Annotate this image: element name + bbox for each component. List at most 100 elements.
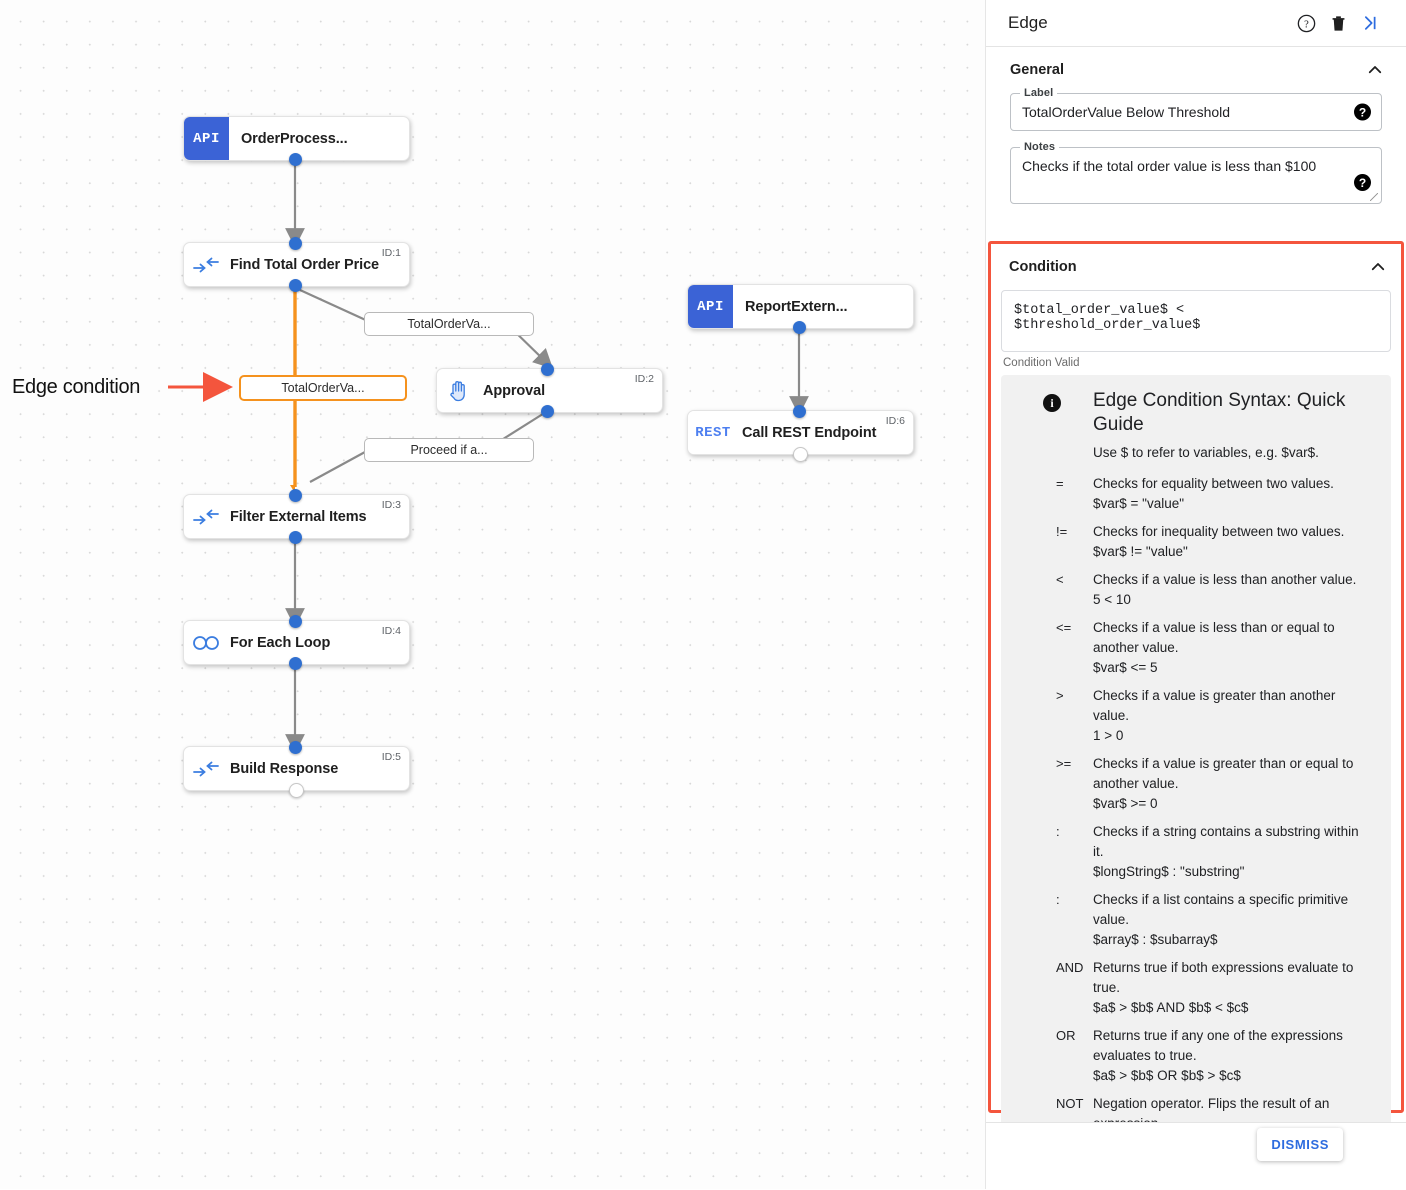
condition-section: Condition $total_order_value$ < $thresho… xyxy=(988,241,1404,1180)
node-label: Filter External Items xyxy=(230,508,367,525)
chevron-up-icon[interactable] xyxy=(1369,258,1387,276)
operator-row: < Checks if a value is less than another … xyxy=(1015,570,1377,610)
notes-help-icon[interactable]: ? xyxy=(1354,174,1371,191)
guide-title: Edge Condition Syntax: Quick Guide xyxy=(1093,390,1346,435)
port-input[interactable] xyxy=(793,405,806,418)
guide-subtitle: Use $ to refer to variables, e.g. $var$. xyxy=(1093,445,1319,460)
port-output[interactable] xyxy=(289,531,302,544)
operator-example: $a$ > $b$ AND $b$ < $c$ xyxy=(1093,1000,1249,1015)
operator-description: Returns true if any one of the expressio… xyxy=(1093,1028,1343,1063)
condition-expression-input[interactable]: $total_order_value$ < $threshold_order_v… xyxy=(1001,290,1391,352)
node-id-label: ID:6 xyxy=(885,415,905,427)
edge-label-selected-total-order-value[interactable]: TotalOrderVa... xyxy=(239,375,407,401)
node-label: For Each Loop xyxy=(230,634,331,651)
operator-symbol: = xyxy=(1056,476,1064,491)
port-output[interactable] xyxy=(541,405,554,418)
condition-section-header[interactable]: Condition xyxy=(991,244,1401,290)
operator-example: $array$ : $subarray$ xyxy=(1093,932,1218,947)
panel-header: Edge ? xyxy=(986,0,1406,47)
port-output[interactable] xyxy=(289,657,302,670)
notes-field-value[interactable]: Checks if the total order value is less … xyxy=(1022,158,1317,174)
port-output[interactable] xyxy=(793,447,808,462)
node-label: Call REST Endpoint xyxy=(742,424,877,441)
operator-row: > Checks if a value is greater than anoth… xyxy=(1015,686,1377,746)
port-input[interactable] xyxy=(289,741,302,754)
workflow-canvas[interactable]: Edge condition API OrderProcess... Find … xyxy=(0,0,985,1189)
operator-example: $var$ <= 5 xyxy=(1093,660,1158,675)
label-field-value[interactable]: TotalOrderValue Below Threshold xyxy=(1022,104,1231,120)
operator-example: $var$ >= 0 xyxy=(1093,796,1158,811)
port-input[interactable] xyxy=(289,615,302,628)
operator-symbol: <= xyxy=(1056,620,1072,635)
operator-description: Checks for inequality between two values… xyxy=(1093,524,1345,539)
delete-icon[interactable] xyxy=(1322,7,1354,39)
operator-example: $var$ = "value" xyxy=(1093,496,1185,511)
infinity-loop-icon xyxy=(184,635,228,651)
operator-list: = Checks for equality between two values.… xyxy=(1015,474,1377,1154)
general-section-header[interactable]: General xyxy=(1000,47,1392,93)
dismiss-button[interactable]: DISMISS xyxy=(1257,1128,1343,1161)
label-help-icon[interactable]: ? xyxy=(1354,103,1371,121)
operator-example: 1 > 0 xyxy=(1093,728,1124,743)
port-output[interactable] xyxy=(289,153,302,166)
operator-description: Checks if a value is greater than anothe… xyxy=(1093,688,1336,723)
operator-symbol: > xyxy=(1056,688,1064,703)
operator-symbol: : xyxy=(1056,824,1060,839)
operator-description: Checks if a value is less than another v… xyxy=(1093,572,1357,587)
operator-description: Returns true if both expressions evaluat… xyxy=(1093,960,1354,995)
node-id-label: ID:5 xyxy=(381,751,401,763)
operator-row: : Checks if a list contains a specific pr… xyxy=(1015,890,1377,950)
edge-connectors xyxy=(168,161,809,754)
operator-symbol: NOT xyxy=(1056,1096,1084,1111)
hand-icon xyxy=(437,380,481,402)
operator-row: <= Checks if a value is less than or equa… xyxy=(1015,618,1377,678)
merge-arrows-icon xyxy=(184,257,228,273)
general-heading: General xyxy=(1010,62,1064,78)
condition-syntax-guide: i Edge Condition Syntax: Quick Guide Use… xyxy=(1001,375,1391,1180)
operator-symbol: < xyxy=(1056,572,1064,587)
operator-description: Checks if a list contains a specific pri… xyxy=(1093,892,1349,927)
operator-description: Checks if a value is less than or equal … xyxy=(1093,620,1335,655)
port-output[interactable] xyxy=(289,279,302,292)
port-input[interactable] xyxy=(289,237,302,250)
general-section: General Label TotalOrderValue Below Thre… xyxy=(986,47,1406,204)
node-label: ReportExtern... xyxy=(745,298,848,315)
notes-field[interactable]: Notes Checks if the total order value is… xyxy=(1010,141,1382,204)
operator-description: Checks for equality between two values. xyxy=(1093,476,1334,491)
node-id-label: ID:4 xyxy=(381,625,401,637)
help-icon[interactable]: ? xyxy=(1290,7,1322,39)
panel-divider xyxy=(985,0,986,1189)
operator-symbol: : xyxy=(1056,892,1060,907)
operator-symbol: OR xyxy=(1056,1028,1076,1043)
api-badge-icon: API xyxy=(688,285,733,328)
guide-header: i Edge Condition Syntax: Quick Guide xyxy=(1015,389,1377,437)
operator-example: $longString$ : "substring" xyxy=(1093,864,1245,879)
notes-resize-handle[interactable] xyxy=(1370,193,1378,201)
api-badge-icon: API xyxy=(184,117,229,160)
condition-status-text: Condition Valid xyxy=(1003,357,1080,369)
node-id-label: ID:1 xyxy=(381,247,401,259)
port-output[interactable] xyxy=(289,783,304,798)
port-input[interactable] xyxy=(541,363,554,376)
operator-row: OR Returns true if any one of the express… xyxy=(1015,1026,1377,1086)
svg-text:?: ? xyxy=(1304,19,1309,30)
collapse-panel-icon[interactable] xyxy=(1354,7,1386,39)
operator-example: $a$ > $b$ OR $b$ > $c$ xyxy=(1093,1068,1241,1083)
operator-example: 5 < 10 xyxy=(1093,592,1131,607)
operator-symbol: AND xyxy=(1056,960,1084,975)
operator-description: Checks if a value is greater than or equ… xyxy=(1093,756,1354,791)
edge-label-proceed-if-approved[interactable]: Proceed if a... xyxy=(364,438,534,462)
node-label: Approval xyxy=(483,382,546,399)
condition-heading: Condition xyxy=(1009,259,1077,275)
merge-arrows-icon xyxy=(184,761,228,777)
operator-row: >=Checks if a value is greater than or e… xyxy=(1015,754,1377,814)
port-input[interactable] xyxy=(289,489,302,502)
port-output[interactable] xyxy=(793,321,806,334)
operator-row: = Checks for equality between two values.… xyxy=(1015,474,1377,514)
label-field[interactable]: Label TotalOrderValue Below Threshold ? xyxy=(1010,87,1382,131)
node-order-process[interactable]: API OrderProcess... xyxy=(183,116,410,161)
chevron-up-icon[interactable] xyxy=(1366,61,1384,79)
operator-description: Checks if a string contains a substring … xyxy=(1093,824,1359,859)
node-label: OrderProcess... xyxy=(241,130,348,147)
edge-label-total-order-value[interactable]: TotalOrderVa... xyxy=(364,312,534,336)
